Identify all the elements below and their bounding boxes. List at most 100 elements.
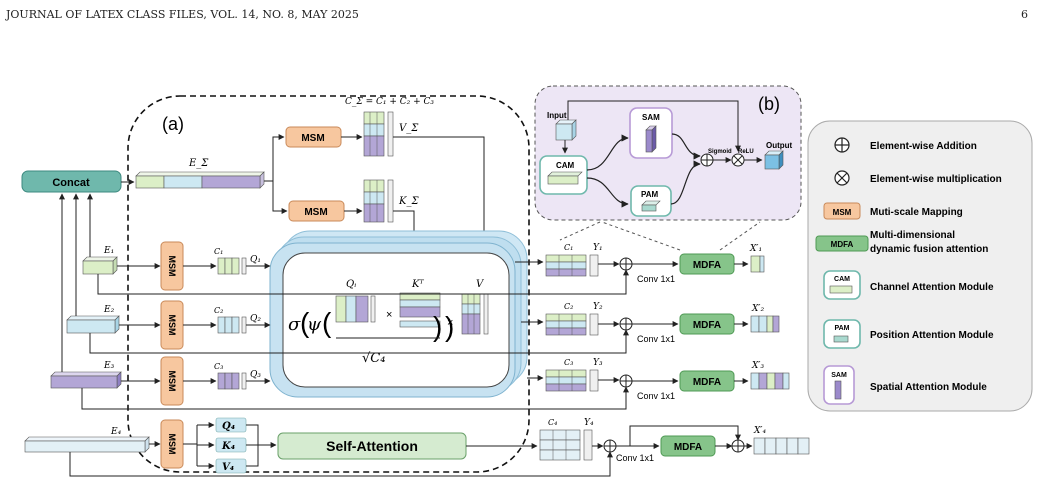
legend-cam-label: Channel Attention Module (870, 282, 994, 293)
y4-label: Y₄ (584, 418, 594, 428)
pam-label: PAM (641, 190, 659, 199)
msm-vertical-2: MSM (160, 300, 184, 350)
relu-label: ReLU (738, 149, 754, 155)
conv-label-1: Conv 1x1 (637, 274, 675, 284)
paren-open: ( (300, 307, 310, 338)
mdfa-label: MDFA (693, 320, 721, 331)
legend-mdfa-label-1: Multi-dimensional (870, 230, 955, 241)
legend-msm-label: Muti-scale Mapping (870, 207, 963, 218)
e3-label: E₃ (103, 361, 115, 371)
legend-sam-shape (834, 380, 842, 400)
y1-label: Y₁ (593, 243, 603, 253)
inset-multiply-node (731, 153, 745, 167)
c3-label-out: C₃ (564, 358, 573, 367)
q2-label: Q₂ (250, 314, 261, 324)
msm-vertical-3: MSM (160, 356, 184, 406)
inset-output-label: Output (766, 141, 793, 150)
inset-dash-2 (601, 221, 681, 251)
y2-label: Y₂ (593, 302, 603, 312)
c1-label: C₁ (214, 247, 223, 256)
panel-b-label: (b) (758, 94, 780, 114)
q1-label: Q₁ (250, 255, 261, 265)
x3-output (750, 372, 790, 390)
inset-output-cube (764, 150, 784, 170)
inset-add-node (700, 153, 714, 167)
kt-matrix (399, 292, 441, 328)
page-number: 6 (1021, 8, 1028, 21)
cam-shape (547, 175, 579, 185)
k-sum-matrix (363, 179, 394, 223)
legend-msm-key: MSM (833, 208, 852, 217)
legend-panel (807, 120, 1033, 412)
psi-symbol: ψ (307, 314, 322, 335)
x1-label: X′₁ (749, 244, 762, 254)
inset-input-cube (555, 119, 577, 141)
v-sum-matrix (363, 111, 394, 157)
conv-label-3: Conv 1x1 (637, 391, 675, 401)
add-node-1 (619, 257, 633, 271)
c2-label-out: C₂ (564, 302, 573, 311)
e2-feature (66, 315, 120, 334)
v-sum-label: V_Σ (399, 123, 419, 134)
c-sum-label: C_Σ = C₁ + C₂ + C₃ (345, 97, 434, 107)
y1-matrix (545, 254, 599, 277)
x4-label: X′₄ (753, 426, 766, 436)
panel-a-boundary (127, 95, 530, 473)
qi-label: Qᵢ (346, 279, 356, 290)
k-sum-label: K_Σ (398, 196, 419, 207)
e4-label: E₄ (110, 427, 122, 437)
paren-close: ) (445, 311, 454, 342)
sam-shape (645, 129, 653, 153)
add-node-3 (619, 374, 633, 388)
legend-pam-label: Position Attention Module (870, 330, 994, 341)
msm-vertical-1: MSM (160, 241, 184, 291)
self-attention-label: Self-Attention (326, 438, 418, 454)
c3-label: C₃ (214, 362, 223, 371)
y4-matrix (539, 429, 593, 461)
y3-matrix (545, 369, 599, 392)
paren-close-inner: ) (433, 311, 442, 342)
e1-label: E₁ (103, 246, 114, 256)
add-node-5 (731, 439, 745, 453)
legend-mdfa-key: MDFA (831, 240, 854, 249)
legend-add-icon (834, 137, 850, 153)
legend-pam-key: PAM (834, 325, 849, 332)
add-node-2 (619, 317, 633, 331)
legend-mdfa-swatch (815, 235, 869, 252)
legend-mdfa-label-2: dynamic fusion attention (870, 244, 988, 255)
v4-label: V₄ (222, 462, 234, 473)
mdfa-label: MDFA (674, 442, 702, 453)
mdfa-label: MDFA (693, 260, 721, 271)
v-label: V (476, 279, 485, 290)
q4-label: Q₄ (222, 421, 235, 432)
msm-label: MSM (301, 133, 324, 144)
sigmoid-label: Sigmoid (708, 149, 732, 155)
c2-label: C₂ (214, 306, 223, 315)
k4-label: K₄ (221, 441, 235, 452)
c1-label-out: C₁ (564, 243, 573, 252)
sam-label: SAM (642, 113, 660, 122)
journal-header: JOURNAL OF LATEX CLASS FILES, VOL. 14, N… (6, 8, 359, 21)
legend-cam-key: CAM (834, 276, 850, 283)
e1-feature (82, 256, 118, 275)
pam-shape (641, 204, 657, 212)
e3-feature (50, 371, 122, 389)
times-symbol-2: × (447, 317, 453, 329)
mdfa-label: MDFA (693, 377, 721, 388)
msm-label: MSM (304, 207, 327, 218)
msm-label: MSM (167, 434, 177, 455)
e2-label: E₂ (103, 305, 115, 315)
x4-output (753, 437, 810, 455)
legend-pam-icon (823, 319, 861, 349)
msm-vertical-4: MSM (160, 419, 184, 469)
q3-matrix (217, 372, 247, 390)
panel-a-label: (a) (162, 114, 184, 134)
concat-label: Concat (52, 177, 90, 189)
inset-dash-1 (559, 221, 601, 241)
sqrt-c4: √C₄ (362, 351, 385, 366)
x1-output (750, 255, 765, 273)
msm-label: MSM (167, 256, 177, 277)
inset-dash-3 (719, 221, 761, 251)
conv-label-4: Conv 1x1 (616, 453, 654, 463)
qi-matrix (335, 295, 376, 323)
